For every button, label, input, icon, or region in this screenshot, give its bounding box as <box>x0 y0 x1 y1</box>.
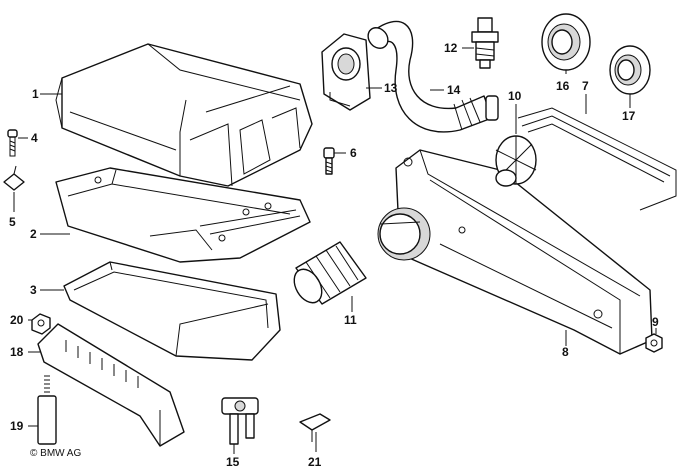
part-20-nut <box>31 313 51 335</box>
part-3-lower-housing <box>63 261 281 361</box>
callout-10: 10 <box>508 89 522 103</box>
callout-7: 7 <box>582 79 589 93</box>
part-13-holder <box>321 33 371 111</box>
callout-9: 9 <box>652 315 659 329</box>
callouts: 1 2 3 4 5 6 7 8 9 10 11 12 13 14 15 16 1… <box>9 41 659 466</box>
part-12-temp-switch <box>471 17 499 69</box>
callout-15: 15 <box>226 455 240 466</box>
part-15-connector <box>221 397 259 445</box>
callout-11: 11 <box>344 313 357 327</box>
callout-21: 21 <box>308 455 322 466</box>
part-17-seal-small <box>609 45 651 95</box>
callout-2: 2 <box>30 227 37 241</box>
part-1-upper-cover <box>55 43 313 187</box>
part-21-clip <box>299 413 331 442</box>
callout-20: 20 <box>10 313 24 327</box>
leader-lines <box>13 47 657 454</box>
callout-12: 12 <box>444 41 458 55</box>
callout-13: 13 <box>384 81 398 95</box>
callout-4: 4 <box>31 131 38 145</box>
callout-14: 14 <box>447 83 461 97</box>
callout-5: 5 <box>9 215 16 229</box>
copyright-notice: © BMW AG <box>30 448 81 459</box>
part-8-intake-silencer <box>377 149 653 355</box>
part-5-clip-nut <box>3 165 25 191</box>
part-16-seal-large <box>541 13 591 71</box>
part-2-housing-tray <box>55 167 311 263</box>
callout-17: 17 <box>622 109 636 123</box>
part-11-bellows <box>293 241 367 305</box>
part-18-bracket <box>37 323 185 447</box>
part-9-nut <box>645 333 663 353</box>
callout-8: 8 <box>562 345 569 359</box>
callout-18: 18 <box>10 345 24 359</box>
callout-3: 3 <box>30 283 37 297</box>
callout-19: 19 <box>10 419 24 433</box>
callout-6: 6 <box>350 146 357 160</box>
part-4-screw <box>7 129 18 157</box>
part-10-sensor <box>495 135 537 187</box>
part-19-stud <box>37 375 57 445</box>
part-6-bolt <box>323 147 335 175</box>
part-14-hose <box>367 20 499 133</box>
callout-1: 1 <box>32 87 39 101</box>
part-7-gasket <box>517 107 677 211</box>
callout-16: 16 <box>556 79 570 93</box>
